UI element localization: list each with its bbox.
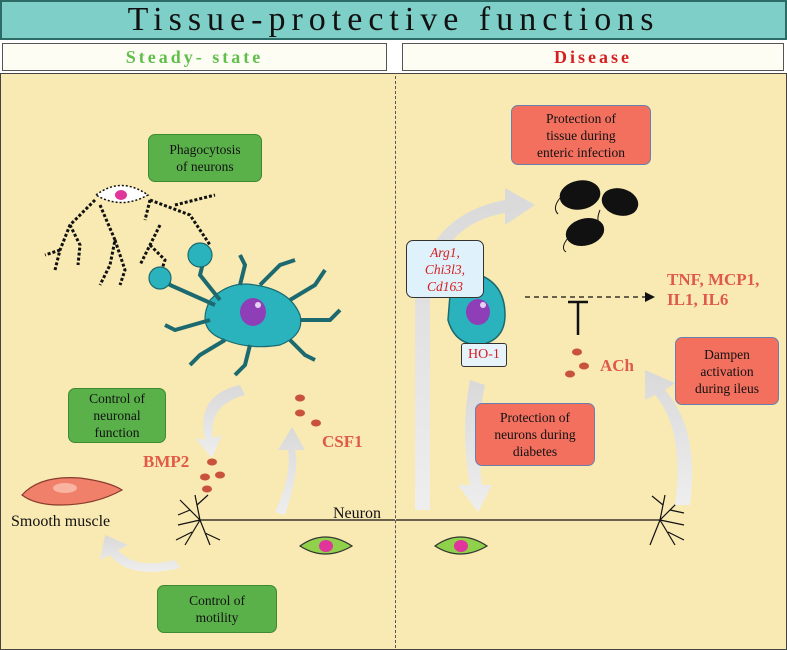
motility-box: Control of motility — [157, 585, 277, 633]
arrow-to-smooth-muscle — [100, 535, 180, 572]
phagocytosis-box: Phagocytosis of neurons — [148, 134, 262, 182]
smooth-muscle-label: Smooth muscle — [11, 513, 111, 530]
neuron-protection-box: Protection of neurons during diabetes — [475, 403, 595, 466]
phagocytosed-neuron-icon — [94, 184, 150, 204]
title-bar: Tissue-protective functions — [0, 0, 787, 40]
arrow-to-bmp2 — [195, 385, 245, 458]
arrow-to-ileus — [645, 370, 693, 505]
arrow-to-csf1 — [275, 427, 305, 515]
inhibition-bar — [568, 300, 588, 335]
gene-chi3l3: Chi3l3, — [424, 261, 466, 277]
neuron-cell-left — [298, 536, 354, 555]
cytokines-label-line2: IL1, IL6 — [667, 290, 729, 309]
ach-label: ACh — [600, 356, 635, 375]
neuron-cell-right — [433, 536, 489, 555]
cytokines-label-line1: TNF, MCP1, — [667, 270, 760, 289]
neuron-left — [175, 494, 395, 546]
gene-arg1: Arg1, — [430, 244, 460, 260]
gene-list-box: Arg1, Chi3l3, Cd163 — [406, 240, 484, 298]
gene-cd163: Cd163 — [426, 278, 463, 294]
disease-header: Disease — [402, 43, 784, 71]
panel-divider — [395, 76, 396, 648]
arrow-to-infection — [415, 188, 535, 510]
ach-dots — [565, 348, 589, 378]
bacteria-icon — [554, 180, 639, 253]
csf1-label: CSF1 — [322, 432, 363, 451]
dashed-arrow-cytokines — [525, 292, 655, 302]
bmp2-label: BMP2 — [143, 452, 190, 471]
smooth-muscle-icon — [21, 477, 124, 506]
page-title: Tissue-protective functions — [127, 1, 660, 38]
csf1-dots — [295, 394, 321, 427]
macrophage-nucleus-left — [240, 298, 266, 326]
neuron-label: Neuron — [333, 505, 381, 522]
dampen-activation-box: Dampen activation during ileus — [675, 337, 779, 405]
steady-state-header: Steady- state — [2, 43, 387, 71]
tissue-protection-box: Protection of tissue during enteric infe… — [511, 105, 651, 165]
neuronal-function-box: Control of neuronal function — [68, 388, 166, 443]
dendrite-branches — [44, 193, 216, 286]
bmp2-dots — [200, 458, 225, 493]
neuron-right — [396, 494, 685, 546]
ho1-box: HO-1 — [461, 343, 507, 367]
